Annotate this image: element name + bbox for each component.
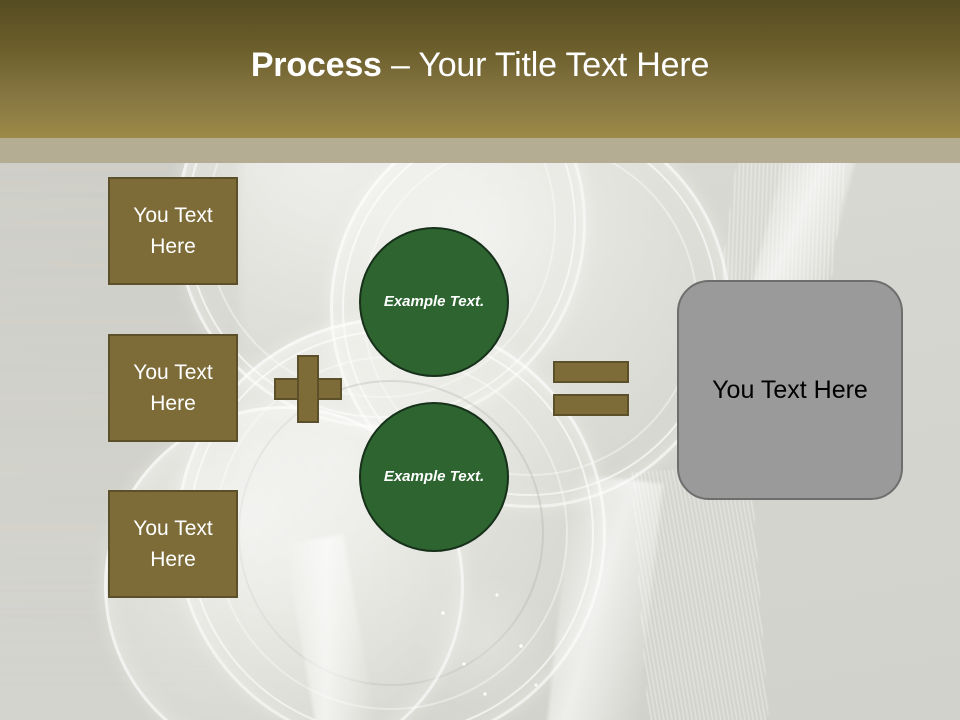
plus-icon — [274, 355, 342, 423]
plus-center-fill — [299, 380, 317, 398]
example-circle-2[interactable]: Example Text. — [359, 402, 509, 552]
photo-sparkle-cluster — [410, 568, 560, 718]
example-circle-2-label: Example Text. — [383, 468, 485, 486]
input-box-3-label: You Text Here — [133, 516, 213, 571]
example-circle-1[interactable]: Example Text. — [359, 227, 509, 377]
title-bold-part: Process — [250, 46, 382, 85]
equals-top-bar — [553, 361, 629, 383]
example-circle-1-label: Example Text. — [383, 293, 485, 311]
input-box-1-label: You Text Here — [133, 203, 213, 258]
input-box-2[interactable]: You Text Here — [108, 334, 238, 442]
input-box-2-label: You Text Here — [133, 360, 213, 415]
title-regular-part: – Your Title Text Here — [381, 46, 710, 85]
result-box-label: You Text Here — [712, 375, 868, 404]
result-box[interactable]: You Text Here — [677, 280, 903, 500]
equals-icon — [553, 361, 629, 416]
page-title: Process – Your Title Text Here — [250, 46, 710, 90]
title-bar: Process – Your Title Text Here — [0, 0, 960, 138]
input-box-1[interactable]: You Text Here — [108, 177, 238, 285]
title-accent-band — [0, 138, 960, 163]
input-box-3[interactable]: You Text Here — [108, 490, 238, 598]
equals-bottom-bar — [553, 394, 629, 416]
